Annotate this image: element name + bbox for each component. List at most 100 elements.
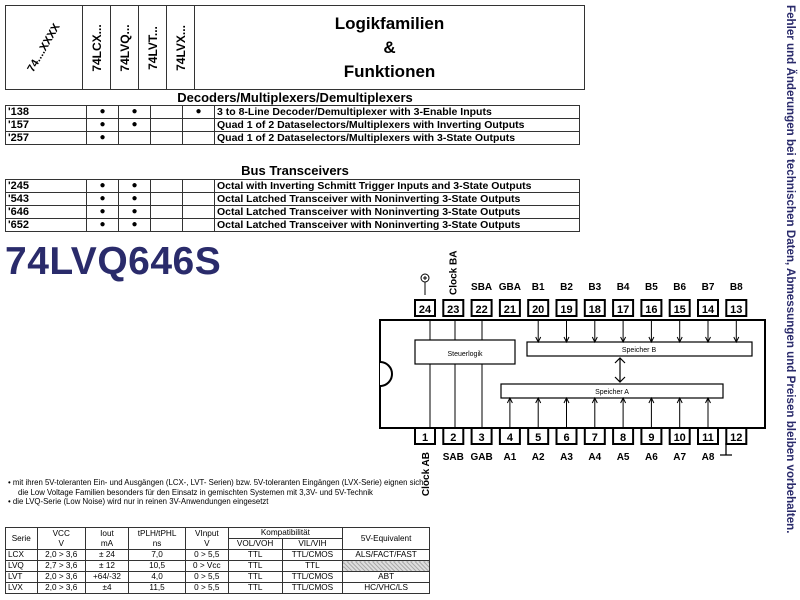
- pin-label: B2: [560, 282, 573, 293]
- arrow-head: [563, 336, 570, 344]
- pin-label: A1: [504, 452, 517, 463]
- pin-number: 14: [702, 304, 715, 316]
- spec-header-equiv: 5V-Equivalent: [342, 527, 430, 550]
- pin-21: 21 GBA: [498, 282, 521, 317]
- arrow-head: [676, 336, 683, 344]
- pin-number: 2: [450, 432, 456, 444]
- arrow-head: [591, 336, 598, 344]
- control-lines-top: [429, 320, 483, 340]
- pin-14: 14 B7: [697, 282, 719, 344]
- arrow-head: [620, 396, 627, 404]
- pin-number: 21: [504, 304, 516, 316]
- pin-12: 12: [725, 427, 748, 445]
- table-row: '652 ● ● Octal Latched Transceiver with …: [5, 218, 580, 232]
- memory-a-label: Speicher A: [595, 389, 629, 396]
- pin-box: [612, 299, 635, 317]
- pin-9: 9A6: [640, 396, 663, 463]
- control-lines-bottom: [429, 364, 483, 428]
- pin-number: 8: [620, 432, 626, 444]
- pin-label: SBA: [471, 282, 492, 293]
- pin-box: [414, 427, 436, 445]
- pin-label: A2: [532, 452, 545, 463]
- arrow-head: [676, 396, 683, 404]
- note-2: • die LVQ-Serie (Low Noise) wird nur in …: [8, 497, 269, 506]
- pin-box: [697, 299, 719, 317]
- spec-header-vi: VIL/VIH: [281, 538, 344, 550]
- pin-number: 19: [560, 304, 572, 316]
- pin-label: GBA: [499, 282, 521, 293]
- pin-box: [442, 299, 465, 317]
- transfer-arrow: [614, 357, 626, 383]
- table-row: '138 ● ● ● 3 to 8-Line Decoder/Demultipl…: [5, 105, 580, 119]
- arrow-head: [535, 396, 542, 404]
- pin-label: B1: [532, 282, 545, 293]
- pin-number: 17: [617, 304, 629, 316]
- pin-24: 24: [414, 299, 436, 317]
- family-header-table: 74....XXXX 74LCX... 74LVQ... 74LVT... 74…: [5, 5, 585, 90]
- ground-symbol: [720, 443, 732, 456]
- pin-box: [414, 299, 436, 317]
- vcc-lead: [423, 276, 427, 295]
- pin-label: GAB: [470, 452, 492, 463]
- pin-label: Clock AB: [421, 452, 432, 496]
- pin-8: 8A5: [612, 396, 635, 463]
- pin-box: [668, 299, 691, 317]
- notes: • mit ihren 5V-toleranten Ein- und Ausgä…: [8, 478, 428, 507]
- table-row: '646 ● ● Octal Latched Transceiver with …: [5, 205, 580, 219]
- pin-box: [442, 427, 465, 445]
- pin-label: Clock BA: [448, 251, 459, 295]
- pin-box: [640, 299, 663, 317]
- pin-label: A5: [617, 452, 630, 463]
- arrow-head: [591, 396, 598, 404]
- pin-number: 1: [422, 432, 428, 444]
- pin-label: A4: [588, 452, 601, 463]
- note-1: • mit ihren 5V-toleranten Ein- und Ausgä…: [8, 478, 424, 497]
- table-row: LCX 2,0 > 3,6 ± 24 7,0 0 > 5,5 TTL TTL/C…: [5, 549, 430, 561]
- part-title: 74LVQ646S: [5, 240, 222, 283]
- pin-box: [498, 299, 521, 317]
- pin-number: 18: [589, 304, 601, 316]
- control-logic-label: Steuerlogik: [447, 351, 483, 358]
- pin-number: 3: [479, 432, 485, 444]
- pin-19: 19 B2: [555, 282, 578, 344]
- pin-number: 16: [645, 304, 657, 316]
- pin-label: B7: [702, 282, 715, 293]
- side-disclaimer: Fehler und Änderungen bei technischen Da…: [778, 5, 800, 595]
- side-disclaimer-text: Fehler und Änderungen bei technischen Da…: [784, 5, 797, 534]
- pin-box: [470, 299, 493, 317]
- chip-notch: [379, 361, 393, 387]
- arrow-head: [705, 336, 711, 344]
- pin-7: 7A4: [583, 396, 606, 463]
- table-row: '157 ● ● Quad 1 of 2 Dataselectors/Multi…: [5, 118, 580, 132]
- pin-number: 23: [447, 304, 459, 316]
- table-row: '543 ● ● Octal Latched Transceiver with …: [5, 192, 580, 206]
- pin-box: [555, 299, 578, 317]
- pin-number: 13: [730, 304, 742, 316]
- table-row: '257 ● Quad 1 of 2 Dataselectors/Multipl…: [5, 131, 580, 145]
- arrow-head: [506, 396, 513, 404]
- arrow-head: [705, 396, 711, 404]
- arrow-head: [733, 336, 740, 344]
- pin-23: 23 Clock BA: [442, 251, 465, 317]
- arrow-head: [620, 336, 627, 344]
- pin-number: 24: [419, 304, 432, 316]
- pin-6: 6A3: [555, 396, 578, 463]
- header-col-lvq: 74LVQ...: [110, 5, 139, 90]
- memory-b-label: Speicher B: [622, 347, 657, 354]
- pin-number: 5: [535, 432, 541, 444]
- table-row: '245 ● ● Octal with Inverting Schmitt Tr…: [5, 179, 580, 193]
- spec-header-vol: VOL/VOH: [227, 538, 283, 550]
